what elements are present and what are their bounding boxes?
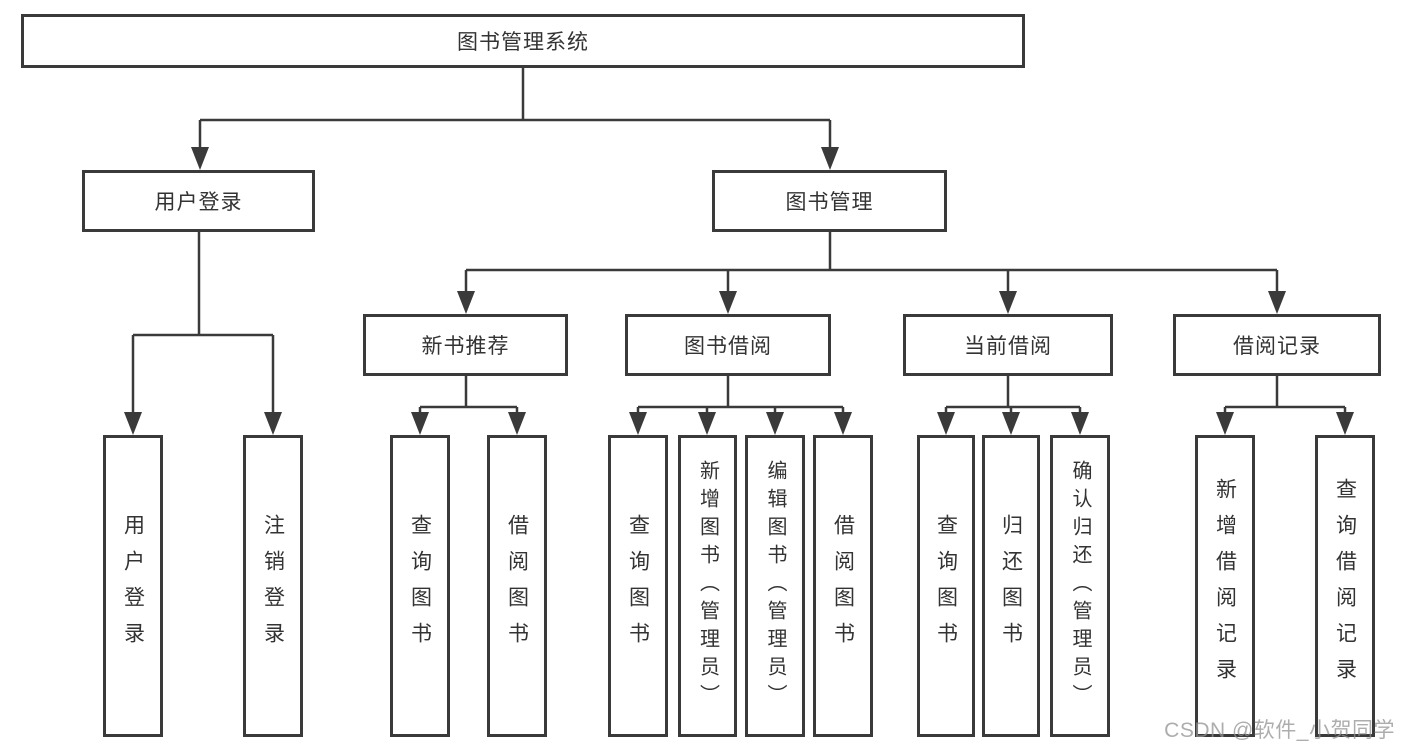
arrow-down-icon: [457, 291, 475, 314]
leaf-edit-book-admin-label: 编辑图书（管理员）: [764, 460, 786, 712]
node-root-label: 图书管理系统: [457, 31, 589, 54]
arrow-down-icon: [629, 412, 647, 435]
arrow-down-icon: [411, 412, 429, 435]
arrow-down-icon: [264, 412, 282, 435]
arrow-down-icon: [937, 412, 955, 435]
arrow-down-icon: [1336, 412, 1354, 435]
arrow-down-icon: [766, 412, 784, 435]
leaf-return-book: 归还图书: [982, 435, 1040, 737]
arrow-down-icon: [719, 291, 737, 314]
arrowheads-group: [124, 147, 1354, 435]
leaf-query-borrow-record-label: 查询借阅记录: [1333, 478, 1357, 694]
node-new-book-recommend-label: 新书推荐: [421, 335, 510, 358]
leaf-logout-label: 注销登录: [261, 514, 285, 658]
connector-lines: [131, 68, 1347, 414]
leaf-query-book-borrowing: 查询图书: [608, 435, 668, 737]
leaf-return-book-label: 归还图书: [999, 514, 1023, 658]
leaf-add-book-admin: 新增图书（管理员）: [678, 435, 737, 737]
arrow-down-icon: [1268, 291, 1286, 314]
arrow-down-icon: [999, 291, 1017, 314]
leaf-borrow-book-recommend-label: 借阅图书: [505, 514, 529, 658]
arrow-down-icon: [834, 412, 852, 435]
node-book-borrowing: 图书借阅: [625, 314, 831, 376]
leaf-user-login-label: 用户登录: [121, 514, 145, 658]
leaf-query-borrow-record: 查询借阅记录: [1315, 435, 1375, 737]
node-user-login-label: 用户登录: [154, 191, 243, 214]
leaf-query-book-current-label: 查询图书: [934, 514, 958, 658]
leaf-query-book-recommend: 查询图书: [390, 435, 450, 737]
node-borrow-records-label: 借阅记录: [1233, 335, 1321, 358]
leaf-logout: 注销登录: [243, 435, 303, 737]
node-book-management: 图书管理: [712, 170, 947, 232]
leaf-confirm-return-admin: 确认归还（管理员）: [1050, 435, 1110, 737]
leaf-query-book-current: 查询图书: [917, 435, 975, 737]
arrow-down-icon: [124, 412, 142, 435]
leaf-borrow-book-recommend: 借阅图书: [487, 435, 547, 737]
leaf-borrow-book: 借阅图书: [813, 435, 873, 737]
leaf-confirm-return-admin-label: 确认归还（管理员）: [1069, 460, 1091, 712]
arrow-down-icon: [821, 147, 839, 170]
leaf-edit-book-admin: 编辑图书（管理员）: [745, 435, 805, 737]
leaf-add-book-admin-label: 新增图书（管理员）: [696, 460, 719, 712]
leaf-query-book-recommend-label: 查询图书: [408, 514, 432, 658]
leaf-query-book-borrowing-label: 查询图书: [626, 514, 650, 658]
node-user-login: 用户登录: [82, 170, 315, 232]
node-book-borrowing-label: 图书借阅: [684, 335, 772, 358]
arrow-down-icon: [1071, 412, 1089, 435]
arrow-down-icon: [1002, 412, 1020, 435]
leaf-user-login: 用户登录: [103, 435, 163, 737]
node-current-borrowing-label: 当前借阅: [964, 335, 1052, 358]
arrow-down-icon: [698, 412, 716, 435]
node-new-book-recommend: 新书推荐: [363, 314, 568, 376]
arrow-down-icon: [1216, 412, 1234, 435]
arrow-down-icon: [508, 412, 526, 435]
leaf-borrow-book-label: 借阅图书: [831, 514, 855, 658]
leaf-add-borrow-record: 新增借阅记录: [1195, 435, 1255, 737]
node-book-management-label: 图书管理: [785, 191, 874, 214]
csdn-watermark: CSDN @软件_小贺同学: [1164, 719, 1395, 742]
arrow-down-icon: [191, 147, 209, 170]
node-current-borrowing: 当前借阅: [903, 314, 1113, 376]
node-borrow-records: 借阅记录: [1173, 314, 1381, 376]
leaf-add-borrow-record-label: 新增借阅记录: [1213, 478, 1237, 694]
node-root: 图书管理系统: [21, 14, 1025, 68]
